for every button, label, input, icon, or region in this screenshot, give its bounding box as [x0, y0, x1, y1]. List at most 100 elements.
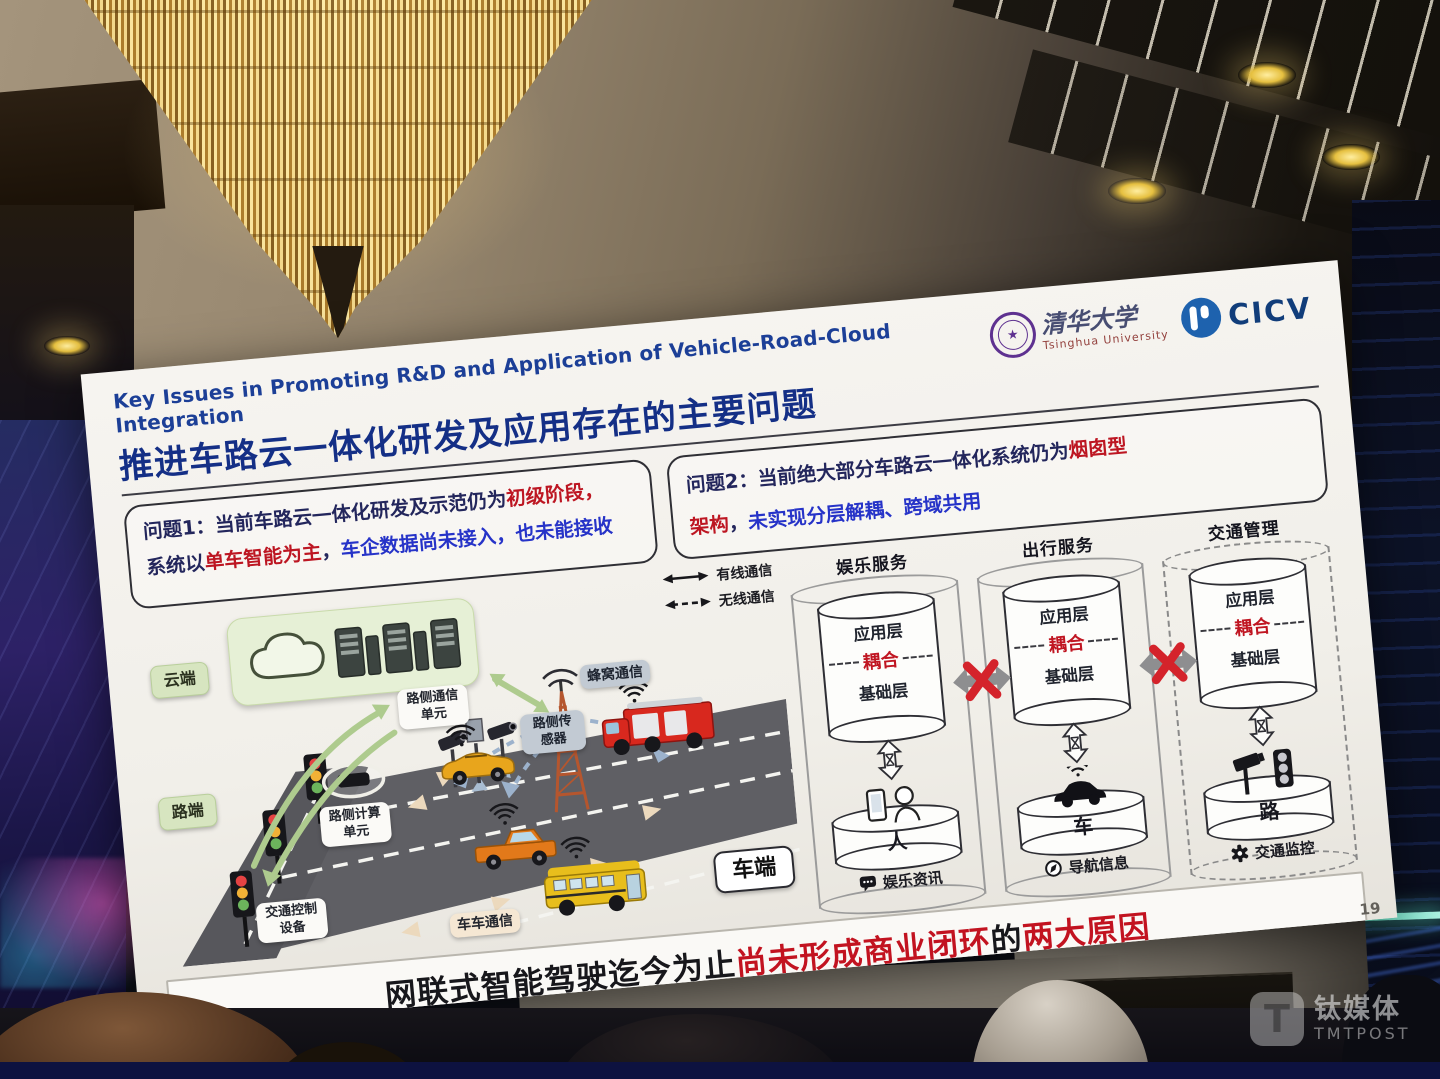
silo-caption: 交通监控	[1230, 837, 1316, 866]
roadside-compute-label: 路侧计算单元	[318, 801, 393, 848]
hourglass-exchange-icon	[876, 739, 904, 781]
silo-inner-cylinder: 应用层 耦合 基础层	[1002, 581, 1132, 720]
coupling-row: 耦合	[823, 642, 939, 678]
coupling-label: 耦合	[861, 649, 900, 674]
presentation-slide: Key Issues in Promoting R&D and Applicat…	[80, 260, 1398, 1032]
solid-double-arrow-icon	[662, 571, 709, 584]
silo-outer-cylinder: 应用层 耦合 基础层	[976, 562, 1173, 892]
roadside-sensor-label: 路侧传感器	[519, 709, 587, 755]
slide-body: 云端	[133, 509, 1362, 968]
base-layer-label: 基础层	[1229, 646, 1281, 671]
cicv-logo: CICV	[1179, 288, 1314, 340]
silo-caption: 导航信息	[1044, 851, 1130, 880]
page-number: 19	[1358, 898, 1382, 919]
silo-caption-label: 导航信息	[1068, 853, 1130, 877]
cicv-mark-icon	[1179, 296, 1224, 340]
person-with-phone-icon	[865, 785, 921, 823]
traffic-control-label: 交通控制设备	[255, 897, 329, 944]
base-layer-label: 基础层	[1044, 663, 1096, 688]
cloud-link-arrowheads	[262, 673, 550, 887]
legend-wired-label: 有线通信	[715, 562, 774, 584]
vehicle-road-cloud-diagram: 云端	[133, 559, 805, 968]
problem1-text: 系统以	[145, 551, 206, 580]
hourglass-exchange-icon	[1247, 705, 1276, 747]
road-scene	[182, 668, 801, 967]
dashed-line	[1200, 627, 1231, 632]
downlight-icon	[1322, 144, 1380, 170]
wifi-icon	[489, 802, 519, 825]
compass-icon	[1045, 860, 1063, 878]
service-silos-diagram: 娱乐服务 应用层 耦合 基础层	[783, 509, 1362, 909]
tsinghua-wordmark: 清华大学 Tsinghua University	[1040, 301, 1170, 353]
silo-outer-cylinder-dashed: 应用层 耦合 基础层	[1162, 545, 1358, 875]
silo-outer-cylinder: 应用层 耦合 基础层	[790, 579, 987, 909]
tmtpost-logo-icon: T	[1250, 992, 1304, 1046]
base-layer-label: 基础层	[858, 680, 910, 705]
legend-wireless: 无线通信	[664, 585, 775, 615]
silo-inner-cylinder: 应用层 耦合 基础层	[816, 597, 946, 737]
problem2-text: ，	[727, 510, 750, 536]
problem2-highlight-blue: 未实现分层解耦、跨域共用	[747, 489, 983, 534]
legend-wired: 有线通信	[662, 560, 773, 590]
dashed-line	[1014, 644, 1045, 649]
coupling-row: 耦合	[1009, 625, 1125, 661]
road-side-label: 路端	[157, 792, 219, 831]
silo-inner-cylinder: 应用层 耦合 基础层	[1188, 564, 1318, 703]
speech-bubble-icon	[859, 876, 876, 892]
dashed-line	[902, 654, 933, 660]
problem1-highlight: 单车智能为主	[203, 540, 323, 575]
tsinghua-seal-icon	[987, 309, 1038, 360]
cloud-platform-box	[225, 596, 481, 707]
tmtpost-name-cn: 钛媒体	[1314, 994, 1401, 1026]
vehicle-side-label: 车端	[712, 844, 797, 895]
led-light-streaks	[0, 858, 138, 988]
app-layer-label: 应用层	[852, 620, 904, 645]
tmtpost-wordmark: 钛媒体 TMTPOST	[1314, 995, 1411, 1042]
camera-and-traffic-light-icon	[1233, 748, 1294, 795]
dashed-line	[1274, 620, 1305, 626]
app-layer-label: 应用层	[1038, 604, 1090, 628]
main-road	[219, 698, 798, 964]
hourglass-exchange-icon	[1062, 722, 1090, 764]
problem2-text: 问题2：当前绝大部分车路云一体化系统仍为	[685, 439, 1070, 498]
no-interconnect-icon	[1139, 641, 1198, 685]
school-bus-icon	[543, 860, 647, 916]
coupling-label: 耦合	[1047, 632, 1086, 657]
downlight-icon	[44, 336, 90, 356]
fire-truck-icon	[601, 696, 715, 755]
tmtpost-watermark: T 钛媒体 TMTPOST	[1250, 992, 1411, 1046]
logo-group: 清华大学 Tsinghua University CICV	[987, 281, 1313, 360]
coupling-label: 耦合	[1233, 615, 1272, 640]
dashed-line	[1088, 637, 1119, 643]
silo-traffic-management: 交通管理 应用层 耦合 基础层	[1159, 509, 1358, 875]
gear-icon	[1231, 844, 1249, 863]
traffic-light-icon	[229, 870, 256, 947]
problem1-highlight: 初级阶段	[505, 480, 586, 511]
photo-bottom-strip	[0, 1062, 1440, 1079]
silo-caption-label: 娱乐资讯	[882, 868, 944, 892]
cloud-side-label: 云端	[149, 661, 211, 700]
cloud-servers-icon	[250, 617, 462, 679]
app-layer-label: 应用层	[1224, 587, 1276, 611]
silo-caption-label: 交通监控	[1254, 838, 1316, 862]
wifi-icon	[560, 836, 590, 859]
tmtpost-name-en: TMTPOST	[1314, 1024, 1411, 1044]
pickup-truck-icon	[474, 828, 557, 870]
car-with-wifi-icon	[1054, 762, 1107, 808]
cloud-link-arrows	[250, 676, 546, 882]
comm-legend: 有线通信 无线通信	[662, 560, 776, 616]
downlight-icon	[1108, 178, 1166, 204]
silo-travel: 出行服务 应用层 耦合 基础层	[973, 526, 1173, 892]
problem2-highlight: 架构	[688, 512, 730, 539]
cell-tower-icon	[542, 668, 590, 813]
problem1-text: ，	[582, 478, 605, 504]
rsu-label: 路侧通信单元	[396, 683, 470, 730]
wifi-icon	[445, 724, 476, 747]
roadside-compute-icon	[321, 762, 386, 799]
problem2-highlight: 烟囱型	[1067, 434, 1128, 463]
silo-entertainment: 娱乐服务 应用层 耦合 基础层	[787, 543, 987, 909]
downlight-icon	[1238, 62, 1296, 88]
no-interconnect-icon	[953, 658, 1012, 701]
tsinghua-logo: 清华大学 Tsinghua University	[987, 298, 1170, 360]
